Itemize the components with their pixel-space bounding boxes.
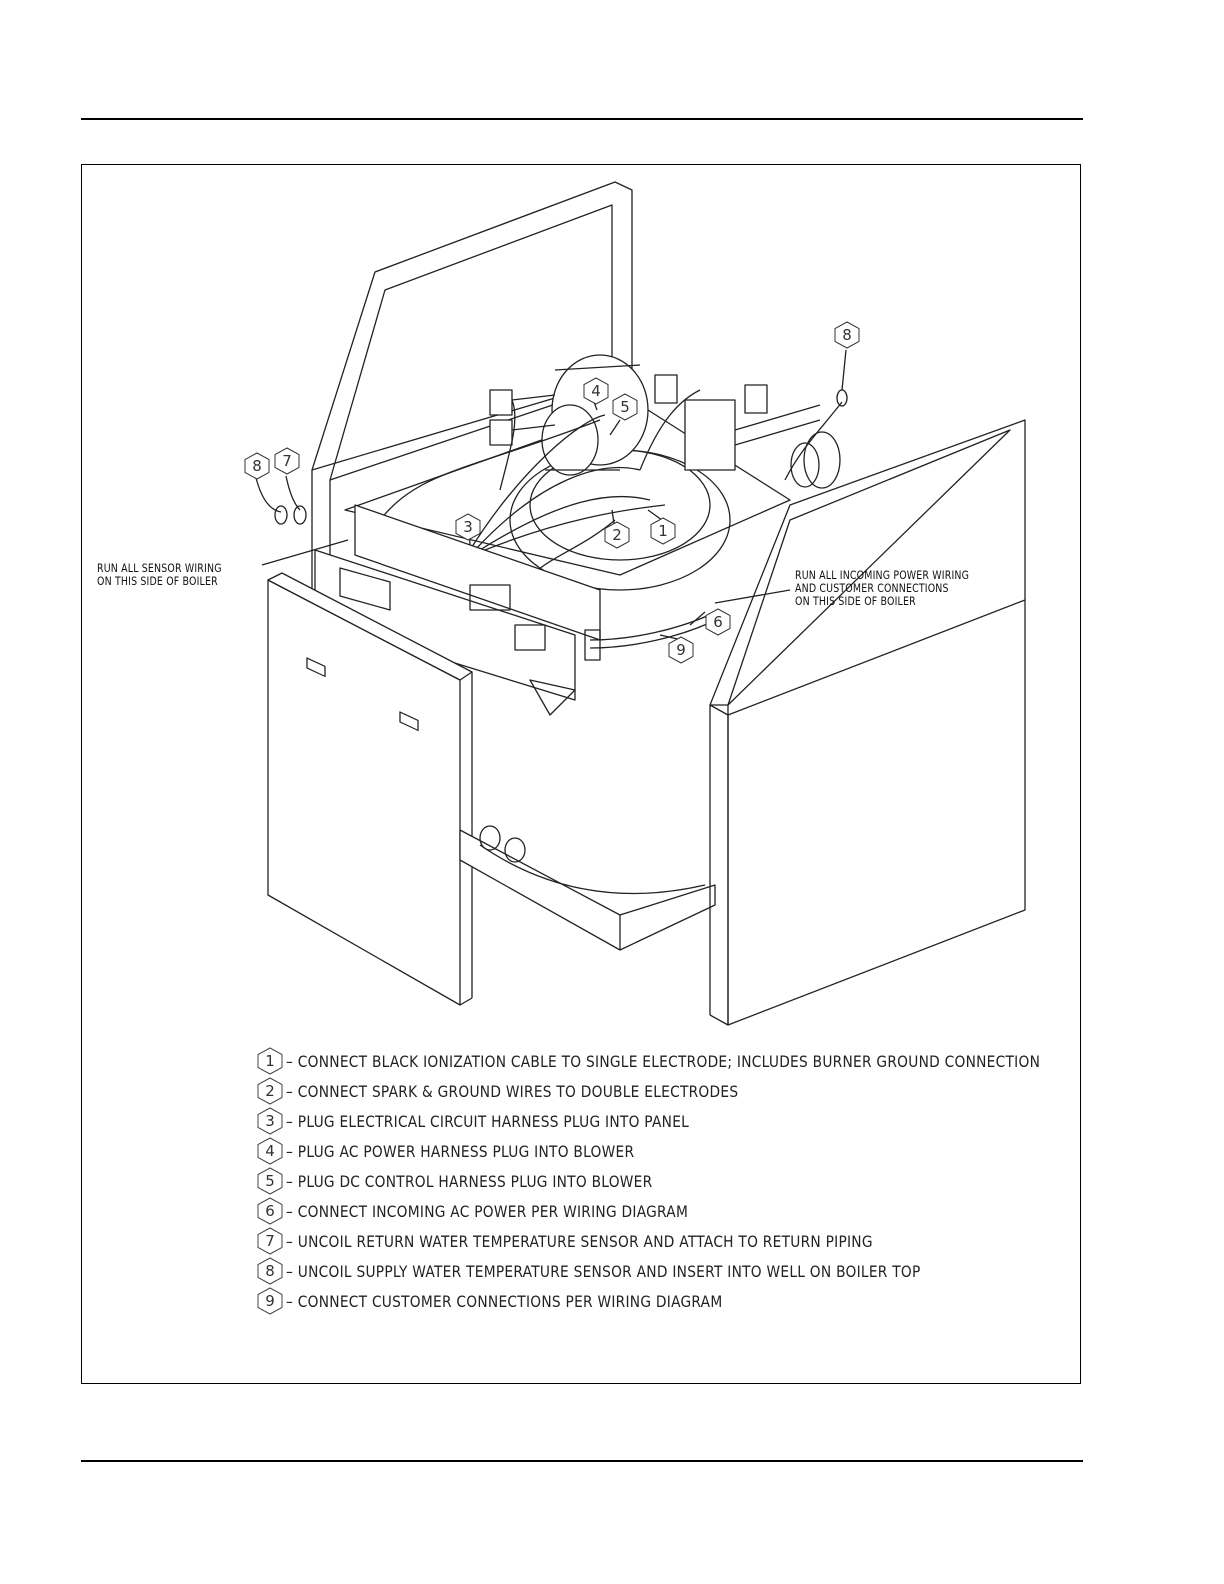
power-wiring-note: RUN ALL INCOMING POWER WIRING AND CUSTOM… [795,569,969,608]
legend-number-badge: 4 [256,1137,286,1165]
legend-number-badge: 6 [256,1197,286,1225]
callout-1: 1 [650,517,676,545]
legend-number-badge: 9 [256,1287,286,1315]
power-note-line: ON THIS SIDE OF BOILER [795,594,916,608]
callout-6: 6 [705,608,731,636]
legend-item: 1 – CONNECT BLACK IONIZATION CABLE TO SI… [256,1046,1163,1076]
legend-item: 6 – CONNECT INCOMING AC POWER PER WIRING… [256,1196,1163,1226]
legend-text: – CONNECT CUSTOMER CONNECTIONS PER WIRIN… [286,1291,723,1311]
sensor-note-line: RUN ALL SENSOR WIRING [97,561,222,575]
legend: 1 – CONNECT BLACK IONIZATION CABLE TO SI… [256,1046,1163,1316]
legend-item: 3 – PLUG ELECTRICAL CIRCUIT HARNESS PLUG… [256,1106,1163,1136]
callout-2: 2 [604,521,630,549]
legend-number-badge: 8 [256,1257,286,1285]
callout-4: 4 [583,377,609,405]
legend-item: 8 – UNCOIL SUPPLY WATER TEMPERATURE SENS… [256,1256,1163,1286]
legend-text: – PLUG ELECTRICAL CIRCUIT HARNESS PLUG I… [286,1111,690,1131]
legend-number-badge: 1 [256,1047,286,1075]
legend-text: – CONNECT INCOMING AC POWER PER WIRING D… [286,1201,689,1221]
callout-8-left: 8 [244,452,270,480]
legend-item: 4 – PLUG AC POWER HARNESS PLUG INTO BLOW… [256,1136,1163,1166]
legend-item: 9 – CONNECT CUSTOMER CONNECTIONS PER WIR… [256,1286,1163,1316]
legend-text: – PLUG DC CONTROL HARNESS PLUG INTO BLOW… [286,1171,653,1191]
legend-item: 7 – UNCOIL RETURN WATER TEMPERATURE SENS… [256,1226,1163,1256]
legend-text: – PLUG AC POWER HARNESS PLUG INTO BLOWER [286,1141,635,1161]
callout-5: 5 [612,393,638,421]
legend-item: 2 – CONNECT SPARK & GROUND WIRES TO DOUB… [256,1076,1163,1106]
legend-text: – UNCOIL SUPPLY WATER TEMPERATURE SENSOR… [286,1261,921,1281]
legend-number-badge: 7 [256,1227,286,1255]
legend-text: – CONNECT BLACK IONIZATION CABLE TO SING… [286,1051,1041,1071]
footer-rule [81,1460,1083,1462]
power-note-line: AND CUSTOMER CONNECTIONS [795,581,949,595]
callout-9: 9 [668,636,694,664]
sensor-note-line: ON THIS SIDE OF BOILER [97,574,218,588]
legend-number-badge: 5 [256,1167,286,1195]
callout-8-right: 8 [834,321,860,349]
legend-text: – CONNECT SPARK & GROUND WIRES TO DOUBLE… [286,1081,739,1101]
legend-number-badge: 2 [256,1077,286,1105]
sensor-wiring-note: RUN ALL SENSOR WIRING ON THIS SIDE OF BO… [97,562,222,588]
power-note-line: RUN ALL INCOMING POWER WIRING [795,568,970,582]
callout-7: 7 [274,447,300,475]
figure-frame [81,164,1081,1384]
header-rule [81,118,1083,120]
callout-3: 3 [455,513,481,541]
legend-number-badge: 3 [256,1107,286,1135]
legend-text: – UNCOIL RETURN WATER TEMPERATURE SENSOR… [286,1231,873,1251]
legend-item: 5 – PLUG DC CONTROL HARNESS PLUG INTO BL… [256,1166,1163,1196]
